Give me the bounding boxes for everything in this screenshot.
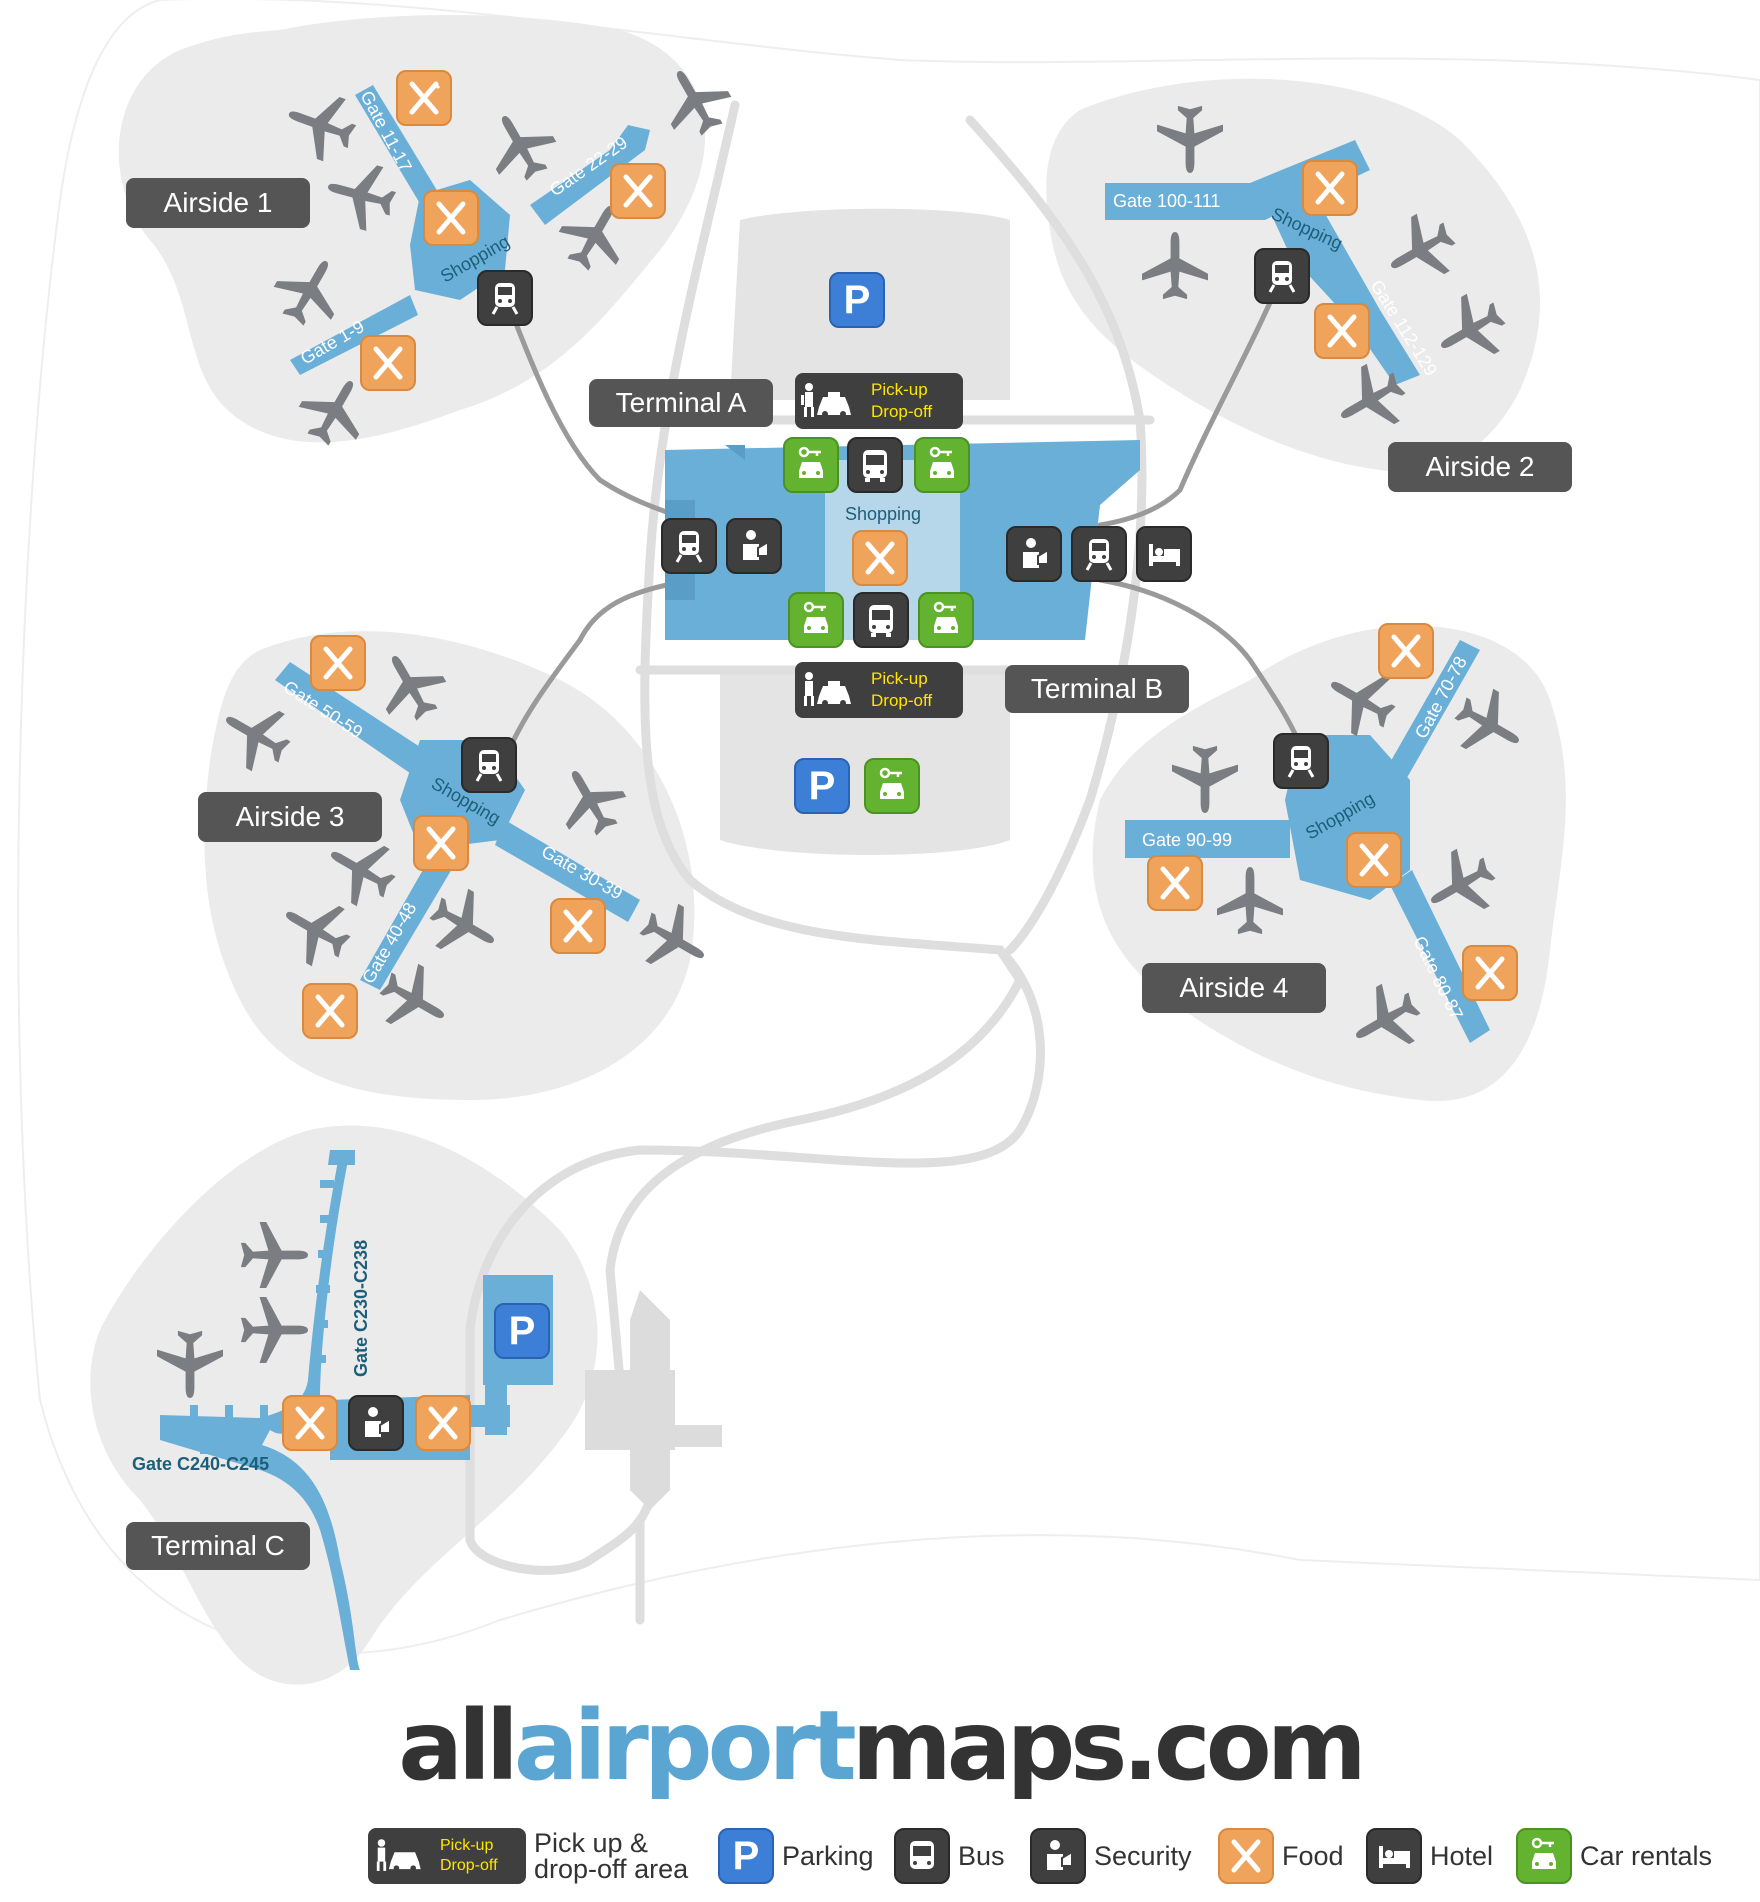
parking-icon: P xyxy=(794,758,850,814)
security-icon xyxy=(1006,526,1062,582)
gate-label: Gate C240-C245 xyxy=(132,1454,269,1474)
legend-text: drop-off area xyxy=(534,1854,689,1884)
legend-text: Car rentals xyxy=(1580,1841,1713,1871)
train-icon xyxy=(1071,526,1127,582)
pickup-text: Pick-up xyxy=(871,380,928,399)
road-structure-2 xyxy=(630,1290,670,1510)
pickup-text: Pick-up xyxy=(871,669,928,688)
legend-text: Security xyxy=(1094,1841,1192,1871)
pickup-icon xyxy=(376,1839,421,1871)
shopping-label: Shopping xyxy=(845,504,921,524)
food-icon xyxy=(1346,832,1402,888)
car-rental-icon xyxy=(1516,1828,1572,1884)
area-label-terminal-c: Terminal C xyxy=(126,1522,310,1570)
food-icon xyxy=(423,190,479,246)
food-icon xyxy=(550,898,606,954)
bus-icon xyxy=(847,437,903,493)
food-icon xyxy=(282,1395,338,1451)
car-rental-icon xyxy=(783,437,839,493)
parking-icon: P xyxy=(829,272,885,328)
site-logo: allairportmaps.com xyxy=(398,1690,1367,1802)
pickup-text: Pick-up xyxy=(440,1837,494,1854)
legend-text: Pick up & xyxy=(534,1828,649,1858)
legend-text: Hotel xyxy=(1430,1841,1494,1871)
gate-label: Gate C230-C238 xyxy=(351,1240,371,1377)
hotel-icon xyxy=(1136,526,1192,582)
car-rental-icon xyxy=(914,437,970,493)
parking-icon: P xyxy=(494,1303,550,1359)
terminal-c-jetways xyxy=(190,1180,334,1454)
dropoff-text: Drop-off xyxy=(440,1857,498,1874)
car-rental-icon xyxy=(864,758,920,814)
legend-text: Parking xyxy=(782,1841,874,1871)
food-icon xyxy=(396,70,452,126)
legend-hotel: Hotel xyxy=(1366,1826,1493,1886)
legend-car-rentals: Car rentals xyxy=(1516,1826,1712,1886)
pickup-icon xyxy=(801,383,851,417)
legend-text: Bus xyxy=(958,1841,1005,1871)
legend-bus: Bus xyxy=(894,1826,1005,1886)
airside3-concourse xyxy=(275,662,640,990)
food-icon xyxy=(1378,623,1434,679)
food-icon xyxy=(1218,1828,1274,1884)
food-icon xyxy=(1462,945,1518,1001)
train-icon xyxy=(477,270,533,326)
bus-icon xyxy=(894,1828,950,1884)
legend-food: Food xyxy=(1218,1826,1344,1886)
area-label-airside4: Airside 4 xyxy=(1142,963,1326,1013)
area-label-airside3: Airside 3 xyxy=(198,792,382,842)
food-icon xyxy=(302,983,358,1039)
train-icon xyxy=(1254,248,1310,304)
train-icon xyxy=(1273,733,1329,789)
dropoff-text: Drop-off xyxy=(871,402,933,421)
hotel-icon xyxy=(1366,1828,1422,1884)
security-icon xyxy=(348,1395,404,1451)
security-icon xyxy=(1030,1828,1086,1884)
food-icon xyxy=(360,335,416,391)
gate-label: Gate 100-111 xyxy=(1113,191,1220,211)
area-label-airside2: Airside 2 xyxy=(1388,442,1572,492)
food-icon xyxy=(1314,303,1370,359)
pickup-icon xyxy=(804,672,851,706)
food-icon xyxy=(610,163,666,219)
food-icon xyxy=(1147,855,1203,911)
parking-icon: P xyxy=(718,1828,774,1884)
train-icon xyxy=(461,737,517,793)
food-icon xyxy=(852,530,908,586)
train-lines xyxy=(502,277,1303,763)
legend-pickup-label: Pick up &drop-off area xyxy=(534,1828,689,1884)
bus-icon xyxy=(853,592,909,648)
dropoff-text: Drop-off xyxy=(871,691,933,710)
food-icon xyxy=(413,815,469,871)
legend-security: Security xyxy=(1030,1826,1192,1886)
train-icon xyxy=(661,518,717,574)
legend-text: Food xyxy=(1282,1841,1344,1871)
area-label-airside1: Airside 1 xyxy=(126,178,310,228)
food-icon xyxy=(1302,160,1358,216)
car-rental-icon xyxy=(788,592,844,648)
gate-label: Gate 90-99 xyxy=(1142,830,1232,850)
car-rental-icon xyxy=(918,592,974,648)
area-label-terminal-b: Terminal B xyxy=(1005,665,1189,713)
zone-airside1 xyxy=(118,15,706,443)
food-icon xyxy=(415,1395,471,1451)
food-icon xyxy=(310,635,366,691)
area-label-terminal-a: Terminal A xyxy=(589,379,773,427)
legend-parking: P Parking xyxy=(718,1826,874,1886)
security-icon xyxy=(726,518,782,574)
